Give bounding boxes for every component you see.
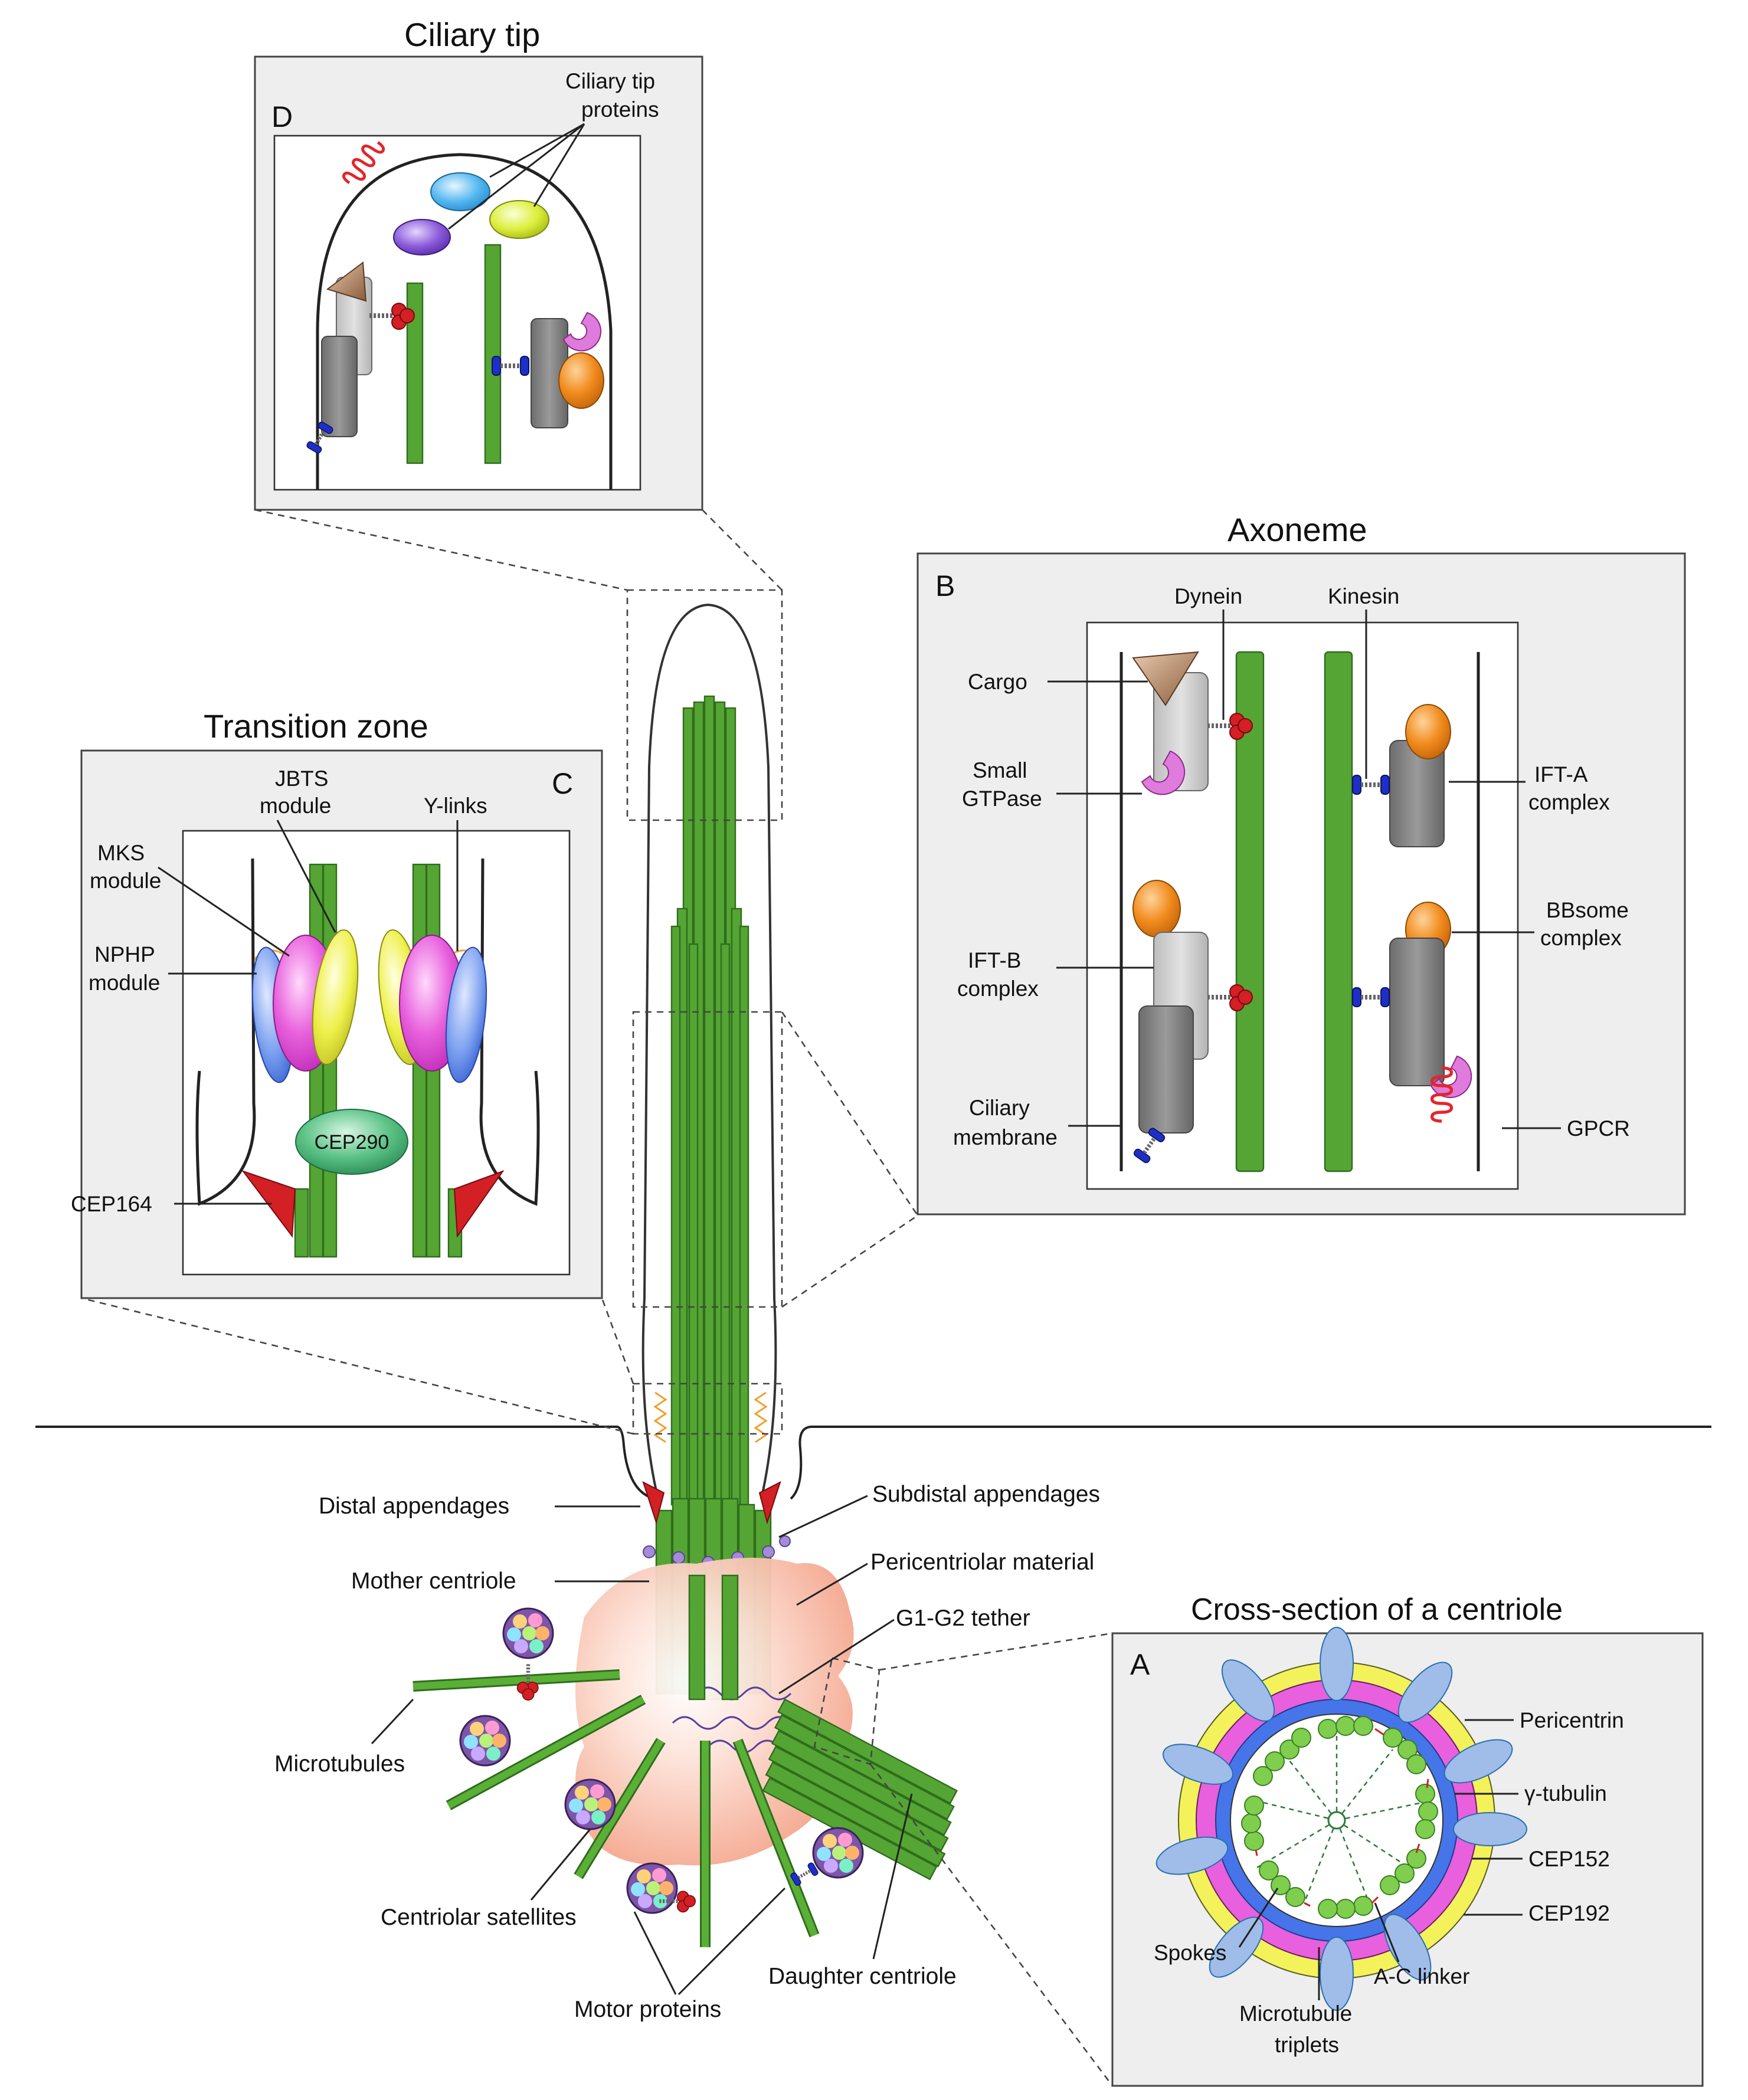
label-g1g2-tether: G1-G2 tether: [896, 1606, 1030, 1631]
ift-b-dark: [1138, 1005, 1194, 1133]
panel-letter-d: D: [271, 100, 293, 133]
label-tip-proteins-1: Ciliary tip: [565, 69, 655, 93]
centriolar-satellite-2: [459, 1715, 511, 1767]
connector-axoneme-bottom: [781, 1214, 918, 1308]
panel-transition-zone: Transition zone C CEP290 JBTS: [71, 707, 603, 1299]
callout-box-tip: [626, 589, 783, 821]
label-cep290: CEP290: [315, 1131, 389, 1154]
label-cep192: CEP192: [1528, 1901, 1610, 1925]
title-ciliary-tip: Ciliary tip: [404, 16, 540, 53]
label-motor-proteins: Motor proteins: [574, 1997, 721, 2022]
label-ciliary-membrane-1: Ciliary: [969, 1096, 1030, 1120]
label-dynein: Dynein: [1174, 584, 1242, 608]
panel-letter-c: C: [552, 767, 573, 800]
distal-appendage-right: [758, 1481, 781, 1525]
connector-cross-top: [879, 1632, 1113, 1671]
tip-cargo-icon: [326, 261, 367, 302]
tip-ift-orange: [558, 352, 604, 409]
label-ift-a-1: IFT-A: [1534, 762, 1588, 787]
panel-ciliary-tip: Ciliary tip D Ciliary tip proteins: [254, 16, 703, 511]
label-small-gtpase-2: GTPase: [962, 787, 1042, 811]
label-mks-1: MKS: [97, 841, 145, 865]
label-bbsome-2: complex: [1540, 926, 1622, 950]
label-kinesin: Kinesin: [1328, 584, 1399, 608]
connector-transition-top: [601, 1298, 634, 1384]
bbsome-dark: [1389, 938, 1445, 1086]
label-ac-linker: A-C linker: [1374, 1964, 1469, 1988]
centriolar-satellite-3: [564, 1778, 616, 1830]
label-pericentriolar-material: Pericentriolar material: [870, 1549, 1094, 1575]
panel-cross-section: Cross-section of a centriole A: [1111, 1593, 1704, 2087]
callout-box-axoneme: [632, 1011, 783, 1308]
label-cargo: Cargo: [968, 670, 1027, 694]
microtubule-triplets: [1241, 1716, 1438, 1919]
tip-protein-lime: [489, 200, 549, 239]
tip-gtpase-icon: [562, 312, 602, 352]
tip-ift-dark: [321, 336, 358, 437]
title-cross-section: Cross-section of a centriole: [1191, 1593, 1563, 1627]
label-ift-b-1: IFT-B: [968, 948, 1021, 972]
label-spokes: Spokes: [1154, 1941, 1226, 1965]
centriolar-satellite-1: [502, 1607, 554, 1700]
label-cep152: CEP152: [1528, 1847, 1610, 1871]
label-subdistal-appendages: Subdistal appendages: [872, 1482, 1100, 1507]
centriolar-satellite-5: [790, 1827, 864, 1886]
panel-letter-a: A: [1130, 1648, 1150, 1681]
label-daughter-centriole: Daughter centriole: [768, 1964, 957, 1989]
label-gamma-tubulin: γ-tubulin: [1524, 1781, 1607, 1806]
label-ciliary-membrane-2: membrane: [953, 1125, 1058, 1149]
label-mks-2: module: [90, 869, 161, 893]
plasma-membrane: [35, 1426, 1711, 1500]
label-jbts-1: JBTS: [275, 766, 328, 791]
title-axoneme: Axoneme: [1227, 511, 1367, 548]
label-mt-triplets-2: triplets: [1275, 2033, 1339, 2057]
label-gpcr: GPCR: [1567, 1116, 1630, 1141]
cargo-icon: [1132, 651, 1199, 706]
label-ylinks: Y-links: [424, 794, 487, 818]
panel-letter-b: B: [935, 569, 955, 602]
small-gtpase-icon: [1141, 750, 1186, 795]
connector-cross-bottom: [869, 1764, 1114, 2086]
label-ift-b-2: complex: [957, 977, 1039, 1001]
mother-centriole-lower: [688, 1574, 739, 1701]
label-jbts-2: module: [260, 794, 331, 818]
ift-b-orange: [1132, 880, 1181, 938]
label-ift-a-2: complex: [1528, 790, 1610, 814]
ciliary-membrane-outline: [641, 603, 777, 1499]
tip-protein-blue: [430, 172, 490, 211]
jbts-left: [312, 929, 359, 1065]
label-small-gtpase-1: Small: [973, 758, 1027, 782]
cep290-complex: [295, 1109, 408, 1175]
label-mt-triplets-1: Microtubule: [1239, 2001, 1352, 2026]
label-centriolar-satellites: Centriolar satellites: [381, 1905, 577, 1930]
callout-box-transition: [632, 1382, 783, 1435]
tip-protein-violet: [393, 219, 451, 255]
distal-appendage-left: [642, 1481, 665, 1525]
connector-axoneme-top: [781, 1011, 919, 1216]
label-nphp-2: module: [89, 971, 160, 995]
label-nphp-1: NPHP: [94, 942, 155, 967]
label-bbsome-1: BBsome: [1546, 898, 1629, 922]
label-distal-appendages: Distal appendages: [319, 1493, 509, 1519]
ift-a-orange: [1405, 704, 1451, 759]
pericentrin-petals: [1155, 1627, 1527, 2011]
connector-tip-right: [702, 509, 783, 591]
label-tip-proteins-2: proteins: [581, 97, 659, 122]
title-transition-zone: Transition zone: [204, 707, 428, 745]
panel-axoneme: Axoneme B Dynein Kinesin: [916, 511, 1686, 1216]
tip-membrane: [316, 153, 613, 490]
connector-transition-bottom: [81, 1297, 634, 1435]
cytoplasmic-microtubules: [413, 1669, 820, 1947]
label-pericentrin: Pericentrin: [1520, 1708, 1624, 1732]
label-cep164: CEP164: [71, 1192, 152, 1216]
label-mother-centriole: Mother centriole: [351, 1568, 516, 1594]
connector-tip-left: [254, 509, 628, 591]
label-microtubules: Microtubules: [274, 1751, 405, 1777]
cep164-right: [453, 1169, 505, 1238]
nphp-right: [445, 946, 487, 1083]
centriolar-satellite-4: [626, 1862, 695, 1913]
